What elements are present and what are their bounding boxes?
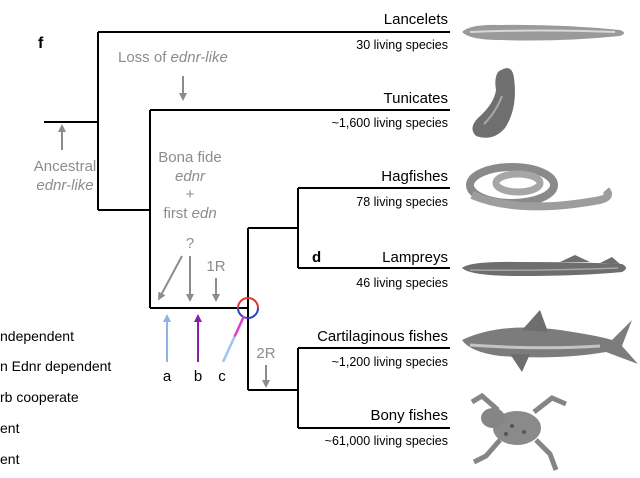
taxon-name-tunicates: Tunicates <box>384 90 448 107</box>
1r-label: 1R <box>206 258 225 275</box>
ancestral-gene-label: ednr-like <box>36 177 93 194</box>
arrow-label-c: c <box>218 368 226 385</box>
legend-fragment-5: ent <box>0 451 20 467</box>
taxon-name-lancelets: Lancelets <box>384 11 448 28</box>
bona-fide-gene-label: ednr <box>175 168 206 185</box>
legend-fragment-3: rb cooperate <box>0 389 79 405</box>
taxon-name-cartilaginous: Cartilaginous fishes <box>317 328 448 345</box>
lamprey-image <box>462 255 626 276</box>
shark-image <box>462 310 638 372</box>
taxon-name-lampreys: Lampreys <box>382 249 448 266</box>
arrow-labels: a b c <box>163 368 226 385</box>
arrow-c <box>223 316 244 362</box>
species-count-cartilaginous: ~1,200 living species <box>332 355 448 369</box>
arrow-label-b: b <box>194 368 202 385</box>
frog-image <box>472 396 566 470</box>
2r-label: 2R <box>256 345 275 362</box>
event-annotations: Loss of ednr-like Ancestral ednr-like Bo… <box>34 49 276 362</box>
species-count-bony: ~61,000 living species <box>325 434 448 448</box>
panel-label-d: d <box>312 249 321 266</box>
legend-fragments: ndependent n Ednr dependent rb cooperate… <box>0 328 111 467</box>
ancestral-label: Ancestral <box>34 158 97 175</box>
species-count-lampreys: 46 living species <box>356 276 448 290</box>
question-arrow-left <box>160 256 182 297</box>
first-edn-label: first edn <box>163 205 216 222</box>
species-count-tunicates: ~1,600 living species <box>332 116 448 130</box>
species-count-lancelets: 30 living species <box>356 38 448 52</box>
question-mark-label: ? <box>186 235 194 252</box>
hagfish-image <box>470 167 608 206</box>
tunicate-image <box>472 68 514 138</box>
panel-label-f: f <box>38 35 44 52</box>
legend-fragment-1: ndependent <box>0 328 74 344</box>
lancelet-image <box>462 25 624 41</box>
loss-annotation: Loss of ednr-like <box>118 49 228 66</box>
taxon-name-bony: Bony fishes <box>370 407 448 424</box>
taxon-name-hagfishes: Hagfishes <box>381 168 448 185</box>
arrow-label-a: a <box>163 368 172 385</box>
legend-fragment-4: ent <box>0 420 20 436</box>
bona-fide-label: Bona fide <box>158 149 221 166</box>
species-count-hagfishes: 78 living species <box>356 195 448 209</box>
plus-label: + <box>186 186 195 203</box>
legend-fragment-2: n Ednr dependent <box>0 358 111 374</box>
